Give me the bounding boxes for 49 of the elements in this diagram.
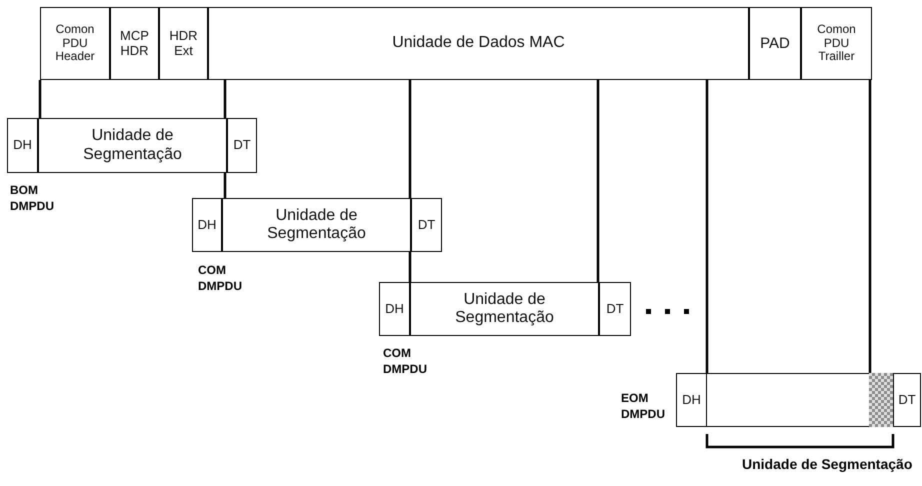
frame-field xyxy=(40,7,110,80)
frame-field xyxy=(222,198,411,252)
frame-field xyxy=(38,118,227,173)
frame-field xyxy=(411,198,442,252)
field-label: Unidade de Segmentação xyxy=(266,206,367,244)
field-label: DT xyxy=(898,392,916,408)
connector-line xyxy=(706,80,708,373)
field-label: MCP HDR xyxy=(119,28,150,58)
frame-field xyxy=(410,282,599,336)
connector-line xyxy=(868,80,872,373)
segment-field xyxy=(707,373,869,427)
field-label: Unidade de Dados MAC xyxy=(392,34,565,53)
frame-field xyxy=(801,7,872,80)
segment-type-label: COM DMPDU xyxy=(198,262,243,294)
field-label: DH xyxy=(13,138,32,153)
connector-line xyxy=(596,80,600,282)
frame-field xyxy=(676,373,707,427)
frame-field xyxy=(893,373,921,427)
padding-block xyxy=(869,373,893,427)
segment-type-label: COM DMPDU xyxy=(383,345,428,378)
field-label: DT xyxy=(606,302,624,316)
field-label: Unidade de Segmentação xyxy=(454,290,555,328)
frame-field xyxy=(110,7,159,80)
connector-line xyxy=(224,173,226,198)
frame-field xyxy=(749,7,801,80)
segment-type-label: BOM DMPDU xyxy=(10,182,55,214)
connector-line xyxy=(408,80,412,198)
field-label: DT xyxy=(233,138,251,153)
connector-line xyxy=(408,252,412,282)
connector-line xyxy=(38,80,42,118)
field-label: HDR Ext xyxy=(168,28,199,58)
frame-field xyxy=(599,282,631,336)
field-label: DT xyxy=(418,218,436,232)
field-label: DH xyxy=(385,302,404,316)
frame-field xyxy=(227,118,257,173)
frame-field xyxy=(159,7,208,80)
frame-field xyxy=(7,118,38,173)
frame-field xyxy=(192,198,222,252)
field-label: Unidade de Segmentação xyxy=(82,127,183,164)
frame-field xyxy=(208,7,749,80)
field-label: DH xyxy=(198,218,216,232)
field-label: Comon PDU Header xyxy=(54,22,96,64)
field-label: DH xyxy=(682,392,701,408)
field-label: PAD xyxy=(760,34,790,52)
field-label: Comon PDU Trailler xyxy=(816,22,857,64)
bracket-label: Unidade de Segmentação xyxy=(742,455,912,474)
connector-line xyxy=(224,80,226,118)
frame-field xyxy=(379,282,410,336)
segment-type-label: EOM DMPDU xyxy=(621,390,666,422)
